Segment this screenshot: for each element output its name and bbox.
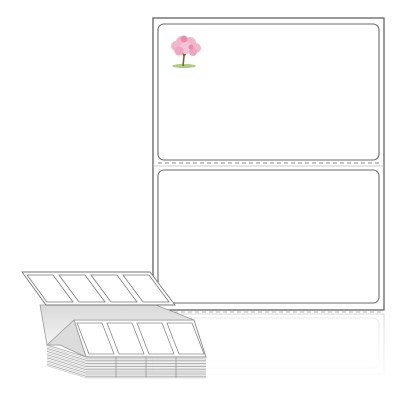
stack-sheet-side-edge [46,363,87,377]
stack-sheet-side-edge [46,357,87,371]
stack-sheet-side-edge [46,359,87,372]
perforation-line [153,162,384,167]
stack-sheet-side-edge [46,347,87,361]
fanfold-label-stack-icon [21,271,207,379]
stack-sheet-side-edge [46,355,87,369]
stack-sheet-side-edge [46,349,87,363]
stack-sheet-side-edge [46,352,87,366]
stack-top-label-cell [58,274,106,303]
stack-face-label-cell [76,322,115,355]
label-bottom [157,169,380,304]
cherry-blossom-tree-icon [171,35,201,68]
stack-sheet-side-edge [46,354,87,367]
label-top [157,23,380,161]
stack-sheet-side-edge [46,365,87,379]
stack-sheet-side-edge [46,351,87,364]
stack-sheet-side-edge [46,360,87,374]
stack-face-label-cell [136,322,175,355]
stack-top-label-cell [26,274,74,303]
stack-sheet-side-edge [46,344,87,358]
stack-sheet-side-edge [46,362,87,375]
stack-top-label-cell [122,274,170,303]
stack-sheet-side-edge [46,346,87,359]
stack-face-label-cell [166,322,205,355]
stack-face-label-cell [106,322,145,355]
stack-top-label-cell [90,274,138,303]
